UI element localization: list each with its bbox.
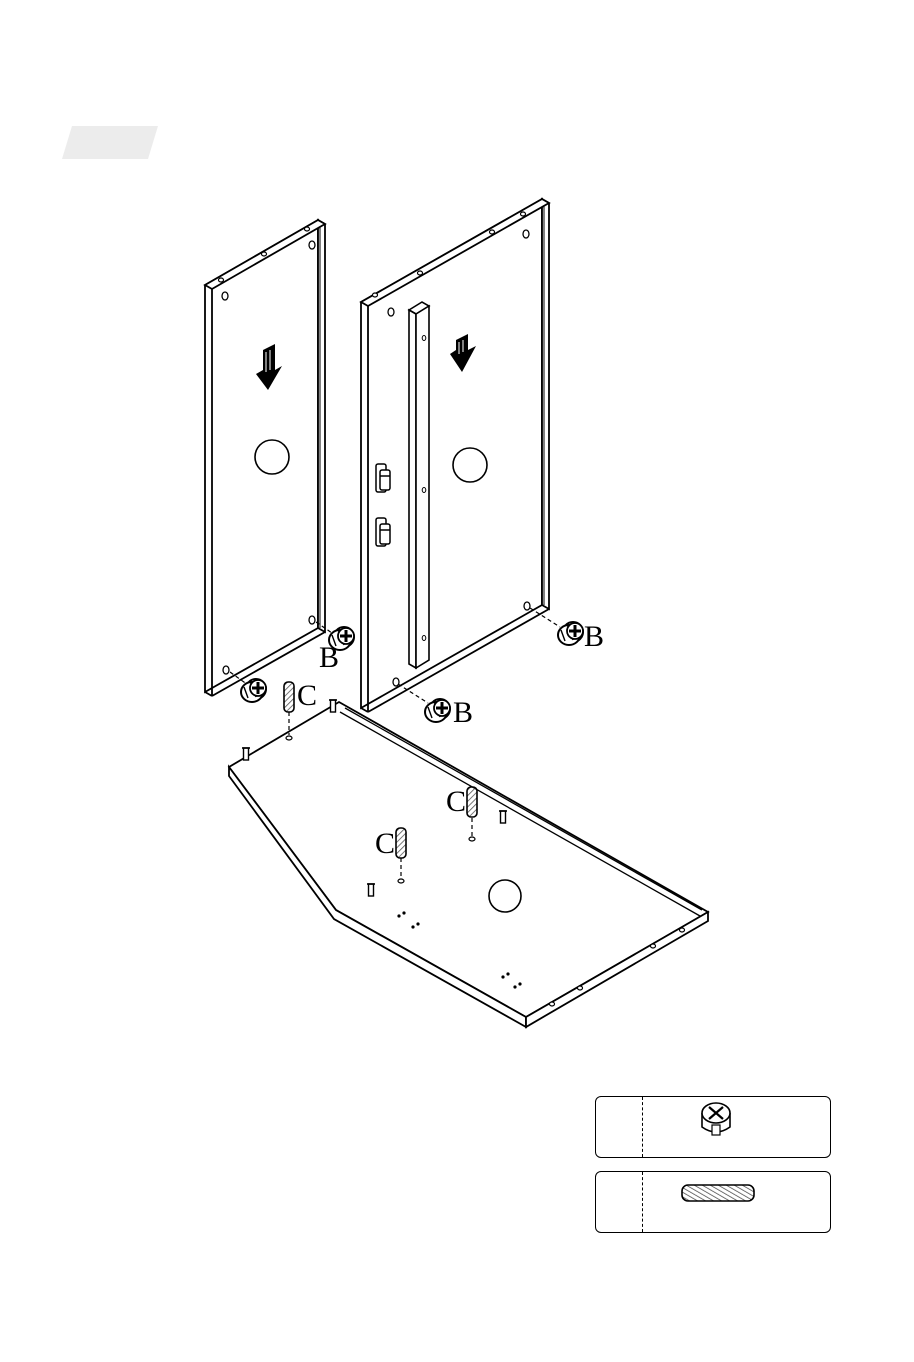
right-side-panel: [361, 199, 549, 712]
callout-c-mid: C: [446, 785, 466, 818]
part-number-circle-left: [255, 440, 289, 474]
wood-dowel-icon: [680, 1182, 756, 1204]
wood-dowel-icon: [467, 787, 477, 817]
parts-legend-cam-lock: [595, 1096, 831, 1158]
cam-lock-icon: [696, 1099, 736, 1139]
legend-divider: [642, 1172, 643, 1232]
vertical-rail: [409, 302, 429, 668]
shelf-pin-icon: [242, 748, 250, 760]
shelf-pin-icon: [367, 884, 375, 896]
left-side-panel: [205, 220, 325, 696]
legend-divider: [642, 1097, 643, 1157]
part-number-circle-right: [453, 448, 487, 482]
cam-lock-icon: [558, 622, 583, 645]
callout-b-mid: B: [453, 696, 473, 729]
cam-lock-icon: [425, 699, 450, 722]
shelf-pin-icon: [499, 811, 507, 823]
callout-b-left: B: [319, 641, 339, 674]
shelf-pin-icon: [329, 700, 337, 712]
callout-c-low: C: [375, 827, 395, 860]
part-number-circle-bottom: [489, 880, 521, 912]
parts-legend-dowel: [595, 1171, 831, 1233]
wood-dowel-icon: [396, 828, 406, 858]
wood-dowel-icon: [284, 682, 294, 712]
cam-lock-icon: [241, 679, 266, 702]
callout-c-top: C: [297, 679, 317, 712]
bottom-panel: [229, 702, 708, 1027]
callout-b-right: B: [584, 620, 604, 653]
